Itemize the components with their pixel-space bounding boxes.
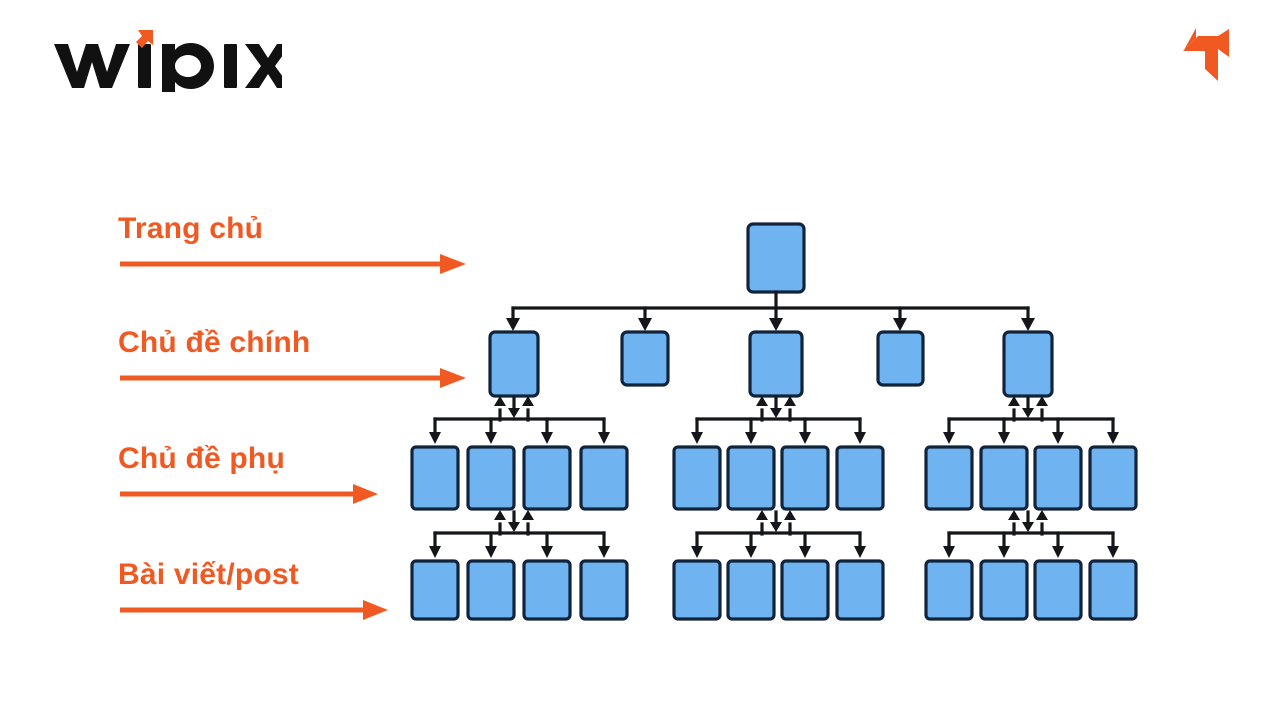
legend-label: Chủ đề chính [118, 326, 311, 359]
legend-item-chu-de-phu: Chủ đề phụ [118, 444, 380, 507]
node-root[interactable] [746, 222, 806, 294]
node-post-b3[interactable] [780, 559, 830, 621]
node-post-b4[interactable] [835, 559, 885, 621]
legend-label: Bài viết/post [118, 558, 299, 591]
node-subtopic-b3[interactable] [780, 445, 830, 511]
node-post-a3[interactable] [522, 559, 572, 621]
tree-level-4-group-a [410, 559, 629, 621]
arrow-up-right-icon [1183, 28, 1229, 81]
node-subtopic-c3[interactable] [1033, 445, 1083, 511]
arrow-right-icon [120, 484, 378, 504]
tree-level-4-group-c [924, 559, 1138, 621]
legend-label: Trang chủ [118, 212, 264, 245]
node-topic-2[interactable] [620, 330, 670, 387]
node-topic-1[interactable] [488, 330, 540, 398]
connector-topic3-to-subtopics [691, 396, 866, 444]
tree-level-4-group-b [672, 559, 885, 621]
node-subtopic-c4[interactable] [1088, 445, 1138, 511]
node-post-c4[interactable] [1088, 559, 1138, 621]
tree-level-2 [488, 330, 1054, 398]
tree-level-1 [746, 222, 806, 294]
node-subtopic-a1[interactable] [410, 445, 460, 511]
brand-logo-svg [54, 30, 291, 102]
node-post-b1[interactable] [672, 559, 722, 621]
page-header [0, 0, 1280, 110]
node-subtopic-b2[interactable] [726, 445, 776, 511]
node-subtopic-a2[interactable] [466, 445, 516, 511]
node-topic-4[interactable] [876, 330, 925, 387]
node-post-a2[interactable] [466, 559, 516, 621]
brand-logo[interactable] [52, 30, 291, 102]
node-post-c2[interactable] [979, 559, 1029, 621]
node-subtopic-c2[interactable] [979, 445, 1029, 511]
node-subtopic-a3[interactable] [522, 445, 572, 511]
connector-subtopics-a-to-posts [429, 510, 610, 558]
brand-arrow-icon [136, 30, 153, 48]
legend-item-chu-de-chinh: Chủ đề chính [118, 328, 468, 391]
node-post-a4[interactable] [579, 559, 629, 621]
arrow-right-icon [120, 368, 466, 388]
tree-level-3-group-b [672, 445, 885, 511]
arrow-right-icon [120, 600, 388, 620]
node-post-c1[interactable] [924, 559, 974, 621]
node-post-b2[interactable] [726, 559, 776, 621]
node-topic-3[interactable] [748, 330, 804, 398]
connector-root-to-level2 [506, 290, 1035, 331]
node-subtopic-c1[interactable] [924, 445, 974, 511]
connector-subtopics-c-to-posts [943, 510, 1119, 558]
node-topic-5[interactable] [1002, 330, 1054, 398]
node-post-c3[interactable] [1033, 559, 1083, 621]
corner-brand-mark [1182, 26, 1232, 82]
arrow-right-icon [120, 254, 466, 274]
node-subtopic-b1[interactable] [672, 445, 722, 511]
legend-item-trang-chu: Trang chủ [118, 214, 468, 277]
tree-level-3-group-a [410, 445, 629, 511]
connector-topic5-to-subtopics [943, 396, 1119, 444]
legend-label: Chủ đề phụ [118, 442, 285, 475]
connector-topic1-to-subtopics [429, 396, 610, 444]
node-subtopic-b4[interactable] [835, 445, 885, 511]
tree-level-3-group-c [924, 445, 1138, 511]
legend-item-bai-viet-post: Bài viết/post [118, 560, 390, 623]
connector-subtopics-b-to-posts [691, 510, 866, 558]
node-subtopic-a4[interactable] [579, 445, 629, 511]
node-post-a1[interactable] [410, 559, 460, 621]
